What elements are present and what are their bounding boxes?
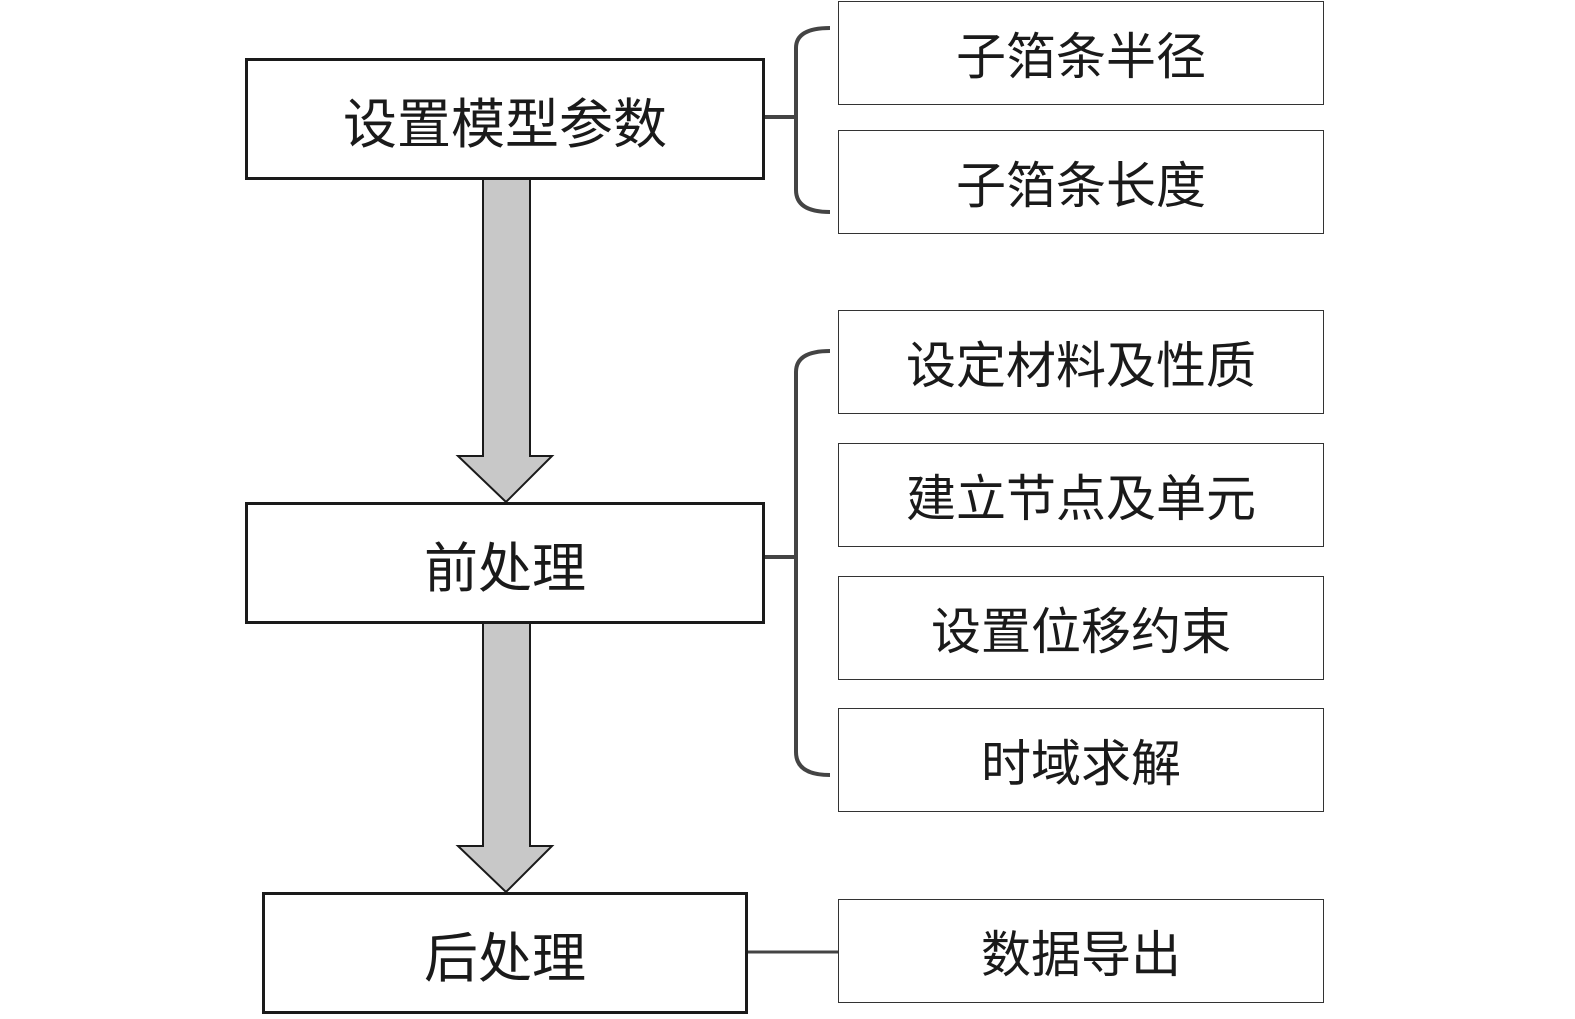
- step-label: 前处理: [424, 536, 586, 600]
- detail-box: 时域求解: [838, 708, 1324, 812]
- detail-label: 设定材料及性质: [906, 337, 1256, 395]
- detail-box: 设置位移约束: [838, 576, 1324, 680]
- step-box-model-params: 设置模型参数: [245, 58, 765, 180]
- detail-label: 子箔条长度: [956, 157, 1206, 215]
- detail-box: 子箔条半径: [838, 1, 1324, 105]
- detail-label: 子箔条半径: [956, 28, 1206, 86]
- bracket-step-1: [763, 26, 831, 214]
- detail-box: 建立节点及单元: [838, 443, 1324, 547]
- flow-arrow-2: [455, 621, 555, 894]
- step-label: 后处理: [424, 926, 586, 990]
- flow-arrow-1: [455, 177, 555, 504]
- step-label: 设置模型参数: [343, 92, 667, 156]
- detail-box: 设定材料及性质: [838, 310, 1324, 414]
- detail-label: 建立节点及单元: [906, 470, 1256, 528]
- detail-label: 时域求解: [981, 735, 1181, 793]
- detail-box: 子箔条长度: [838, 130, 1324, 234]
- step-box-postprocessing: 后处理: [262, 892, 748, 1014]
- detail-label: 数据导出: [981, 926, 1181, 984]
- step-box-preprocessing: 前处理: [245, 502, 765, 624]
- detail-box: 数据导出: [838, 899, 1324, 1003]
- detail-label: 设置位移约束: [931, 603, 1231, 661]
- bracket-step-2: [763, 349, 831, 777]
